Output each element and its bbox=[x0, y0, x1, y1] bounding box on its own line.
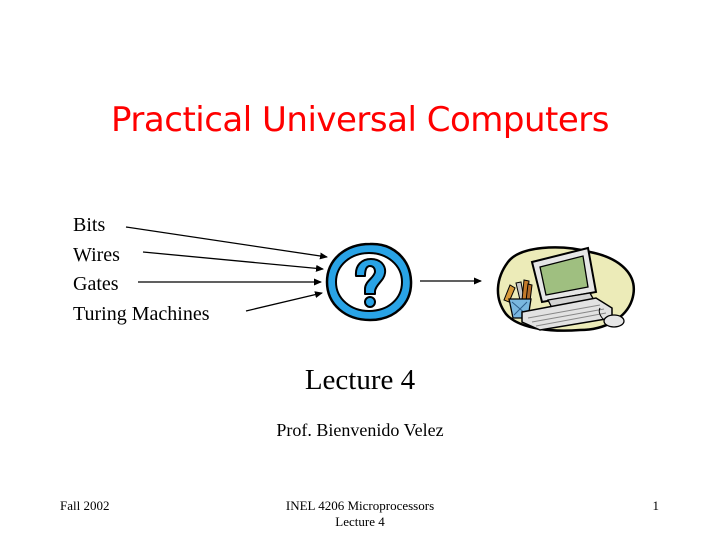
question-mark-icon bbox=[325, 242, 413, 322]
list-item-turing-machines: Turing Machines bbox=[73, 302, 210, 325]
footer-date: Fall 2002 bbox=[60, 498, 110, 513]
footer-lecture: Lecture 4 bbox=[335, 514, 385, 529]
list-item-bits: Bits bbox=[73, 214, 106, 236]
page-number: 1 bbox=[652, 498, 660, 513]
arrow-wires bbox=[142, 251, 324, 272]
footer-course-name: INEL 4206 Microprocessors bbox=[285, 498, 435, 513]
list-item-gates: Gates bbox=[73, 273, 119, 295]
list-item-wires: Wires bbox=[73, 243, 120, 266]
arrow-bits bbox=[125, 226, 328, 260]
footer-course: INEL 4206 Microprocessors Lecture 4 bbox=[0, 498, 720, 530]
arrow-turing-machines bbox=[245, 291, 323, 312]
concept-list: Bits Wires Gates Turing Machines bbox=[73, 211, 209, 329]
author-name: Prof. Bienvenido Velez bbox=[276, 420, 444, 440]
computer-clipart-icon bbox=[496, 246, 635, 332]
slide-title: Practical Universal Computers bbox=[111, 100, 609, 140]
lecture-label: Lecture 4 bbox=[304, 364, 416, 396]
